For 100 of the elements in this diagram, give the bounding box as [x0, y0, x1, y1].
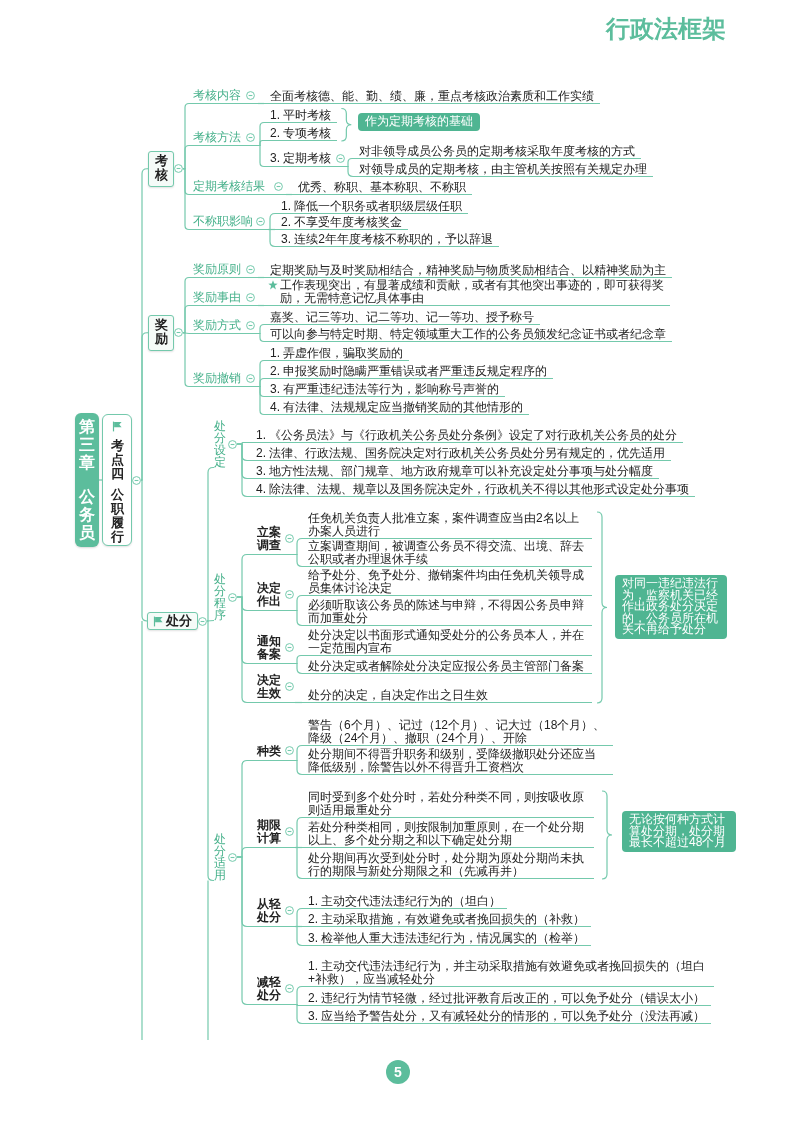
branch-text: 2. 不享受年度考核奖金 [275, 215, 409, 230]
connector-line [257, 144, 265, 168]
vertical-label: 处分程序 [214, 573, 226, 621]
connector-line [267, 228, 276, 248]
branch-text: 处分的决定，自决定作出之日生效 [302, 688, 592, 703]
label-text: 奖励事由 [193, 290, 241, 304]
connector-line [182, 144, 190, 170]
connector-line [236, 443, 251, 498]
connector-line [294, 662, 303, 675]
label-text: 考核内容 [193, 88, 241, 102]
branch-text: 处分期间不得晋升职务和级别，受降级撤职处分还应当降低级别，除警告以外不得晋升工资档次 [302, 748, 613, 775]
label-text: 决定生效 [257, 674, 281, 699]
branch-text: 若处分种类相同，则按限制加重原则，在一个处分期以上、多个处分期之和以下确定处分期 [302, 821, 594, 848]
chapter-number: 第三章 [79, 418, 95, 472]
branch-text: 1. 主动交代违法违纪行为的（坦白） [302, 894, 508, 909]
branch-label [189, 179, 286, 195]
connector-line [257, 332, 265, 343]
label-text: 期限计算 [257, 819, 281, 844]
connector-line [236, 596, 251, 704]
connector-line [182, 168, 190, 231]
branch-text: 1. 主动交代违法违纪行为，并主动采取措施有效避免或者挽回损失的（坦白+补救），应当减轻处分 [302, 960, 714, 987]
branch-label [250, 582, 295, 611]
branch-label [250, 744, 295, 761]
connector-line [206, 620, 215, 882]
connector-line [206, 619, 215, 622]
branch-text: 1. 弄虚作假，骗取奖励的 [264, 346, 410, 361]
branch-label [250, 526, 295, 555]
connector-line [345, 157, 354, 168]
branch-text: 可以向参与特定时期、特定领域重大工作的公务员颁发纪念证书或者纪念章 [264, 327, 672, 342]
branch-text: 3. 连续2年年度考核不称职的，予以辞退 [275, 232, 499, 247]
connector-line [294, 594, 303, 612]
connector-line [294, 816, 303, 849]
branch-text: 处分决定以书面形式通知受处分的公务员本人，并在一定范围内宣布 [302, 629, 592, 656]
branch-text: 2. 主动采取措施，有效避免或者挽回损失的（补救） [302, 912, 592, 927]
connector-line [294, 553, 303, 568]
section-number: 考点四 [110, 440, 124, 482]
connector-line [294, 744, 303, 762]
branch-text: 任免机关负责人批准立案，案件调查应当由2名以上办案人员进行 [302, 512, 592, 539]
topic-label: 处分 [166, 614, 192, 628]
branch-text: 3. 地方性法规、部门规章、地方政府规章可以补充设定处分事项与处分幅度 [250, 464, 660, 479]
vertical-label: 处分设定 [214, 420, 226, 468]
branch-text: 对非领导成员公务员的定期考核采取年度考核的方式 [353, 144, 641, 159]
branch-text: 嘉奖、记三等功、记二等功、记一等功、授予称号 [264, 310, 540, 325]
connector-line [140, 479, 148, 622]
branch-text: 4. 有法律、法规规定应当撤销奖励的其他情形的 [264, 400, 530, 415]
connector-line [98, 479, 103, 481]
branch-text: 处分决定或者解除处分决定应报公务员主管部门备案 [302, 659, 592, 674]
connector-line [257, 102, 265, 105]
branch-text: 立案调查期间，被调查公务员不得交流、出境、辞去公职或者办理退休手续 [302, 540, 592, 567]
connector-line [236, 856, 251, 1006]
branch-text: 3. 有严重违纪违法等行为，影响称号声誉的 [264, 382, 506, 397]
page-title: 行政法框架 [606, 14, 726, 44]
branch-label [189, 88, 258, 104]
branch-label [189, 262, 258, 278]
branch-label [189, 290, 258, 306]
branch-text: 对领导成员的定期考核，由主管机关按照有关规定办理 [353, 162, 653, 177]
connector-line [257, 276, 265, 279]
connector-line [257, 377, 265, 388]
topic-label: 考核 [154, 155, 168, 183]
branch-text: 2. 违纪行为情节轻微，经过批评教育后改正的，可以免予处分（错误太小） [302, 991, 712, 1006]
branch-label [189, 130, 258, 146]
connector-line [285, 193, 293, 196]
connector-line [257, 323, 265, 335]
label-text: 从轻处分 [257, 898, 281, 923]
branch-text: 必须听取该公务员的陈述与申辩，不得因公务员申辩而加重处分 [302, 599, 592, 626]
label-text: 奖励原则 [193, 262, 241, 276]
chapter-title: 公务员 [79, 488, 95, 542]
branch-text: 工作表现突出，有显著成绩和贡献，或者有其他突出事迹的，即可获得奖励，无需特意记忆具体事由 [280, 279, 665, 304]
branch-label [250, 674, 295, 703]
connector-line [294, 654, 303, 665]
label-text: 种类 [257, 744, 281, 757]
connector-line [345, 165, 354, 178]
label-text: 通知备案 [257, 635, 281, 660]
connector-line [182, 332, 190, 388]
connector-line [257, 385, 265, 416]
branch-text: 1. 《公务员法》与《行政机关公务员处分条例》设定了对行政机关公务员的处分 [250, 428, 684, 443]
vertical-label: 处分适用 [214, 833, 226, 881]
connector-line [294, 1003, 303, 1025]
label-text: 3. 定期考核 [270, 152, 332, 165]
topic-label: 奖励 [154, 319, 168, 347]
connector-line [294, 537, 303, 556]
branch-label [189, 318, 258, 334]
branch-text: 2. 专项考核 [264, 126, 338, 141]
connector-line [182, 304, 190, 334]
connector-line [257, 304, 265, 307]
branch-text: 1. 平时考核 [264, 108, 338, 123]
connector-line [267, 212, 276, 231]
label-text: 定期考核结果 [193, 179, 265, 193]
label-text: 减轻处分 [257, 976, 281, 1001]
branch-text: 处分期间再次受到处分时，处分期为原处分期尚未执行的期限与新处分期限之和（先减再并） [302, 852, 594, 879]
chapter-box [75, 413, 99, 547]
connector-line [140, 332, 149, 481]
note-card: 作为定期考核的基础 [358, 113, 480, 131]
label-text: 立案调查 [257, 526, 281, 551]
page-number: 5 [386, 1060, 410, 1084]
branch-text: 同时受到多个处分时，若处分种类不同，则按吸收原则适用最重处分 [302, 791, 594, 818]
branch-label [250, 819, 295, 848]
connector-line [294, 907, 303, 928]
note-card: 对同一违纪违法行为，监察机关已经作出政务处分决定的，公务员所在机关不再给予处分 [615, 575, 727, 639]
connector-line [294, 925, 303, 947]
